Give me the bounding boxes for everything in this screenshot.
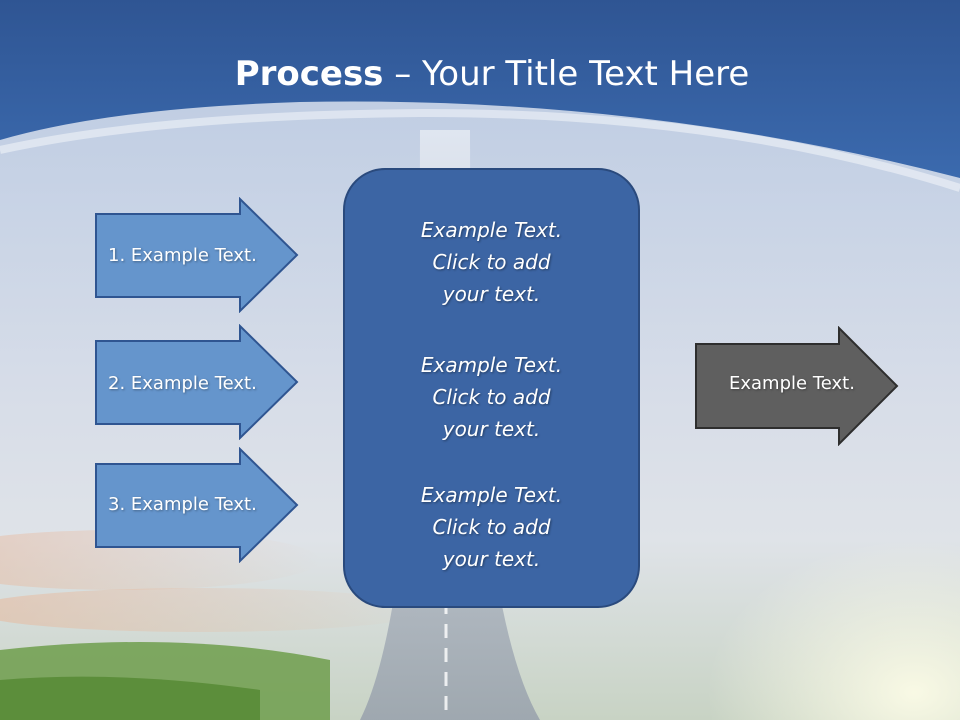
center-text-line: your text. — [442, 547, 541, 571]
center-text-line: Example Text. — [420, 483, 563, 507]
cloud-shape — [0, 588, 430, 632]
center-text-line: Example Text. — [420, 218, 563, 242]
header-arc — [0, 108, 960, 192]
center-text-line: Click to add — [432, 250, 551, 274]
title-bold: Process — [234, 54, 384, 94]
center-text-line: your text. — [442, 417, 541, 441]
title-rest: – Your Title Text Here — [383, 54, 750, 94]
process-arrow-2-label: 2. Example Text. — [108, 373, 257, 394]
process-arrow-2[interactable] — [94, 324, 300, 440]
center-text-line: Click to add — [432, 515, 551, 539]
process-arrow-3-label: 3. Example Text. — [108, 494, 257, 515]
result-arrow-label: Example Text. — [729, 373, 855, 394]
center-text-block-2: Example Text. Click to add your text. — [345, 349, 638, 445]
center-text-block-1: Example Text. Click to add your text. — [345, 214, 638, 310]
process-arrow-1-label: 1. Example Text. — [108, 245, 257, 266]
center-text-box[interactable]: Example Text. Click to add your text. Ex… — [343, 168, 640, 608]
result-arrow[interactable] — [694, 326, 900, 446]
center-text-line: Click to add — [432, 385, 551, 409]
center-text-line: Example Text. — [420, 353, 563, 377]
process-arrow-3[interactable] — [94, 447, 300, 563]
center-text-block-3: Example Text. Click to add your text. — [345, 479, 638, 575]
slide-title: Process – Your Title Text Here — [0, 52, 960, 96]
center-text-line: your text. — [442, 282, 541, 306]
grass — [0, 676, 260, 720]
process-arrow-1[interactable] — [94, 197, 300, 313]
header-band — [0, 0, 960, 178]
